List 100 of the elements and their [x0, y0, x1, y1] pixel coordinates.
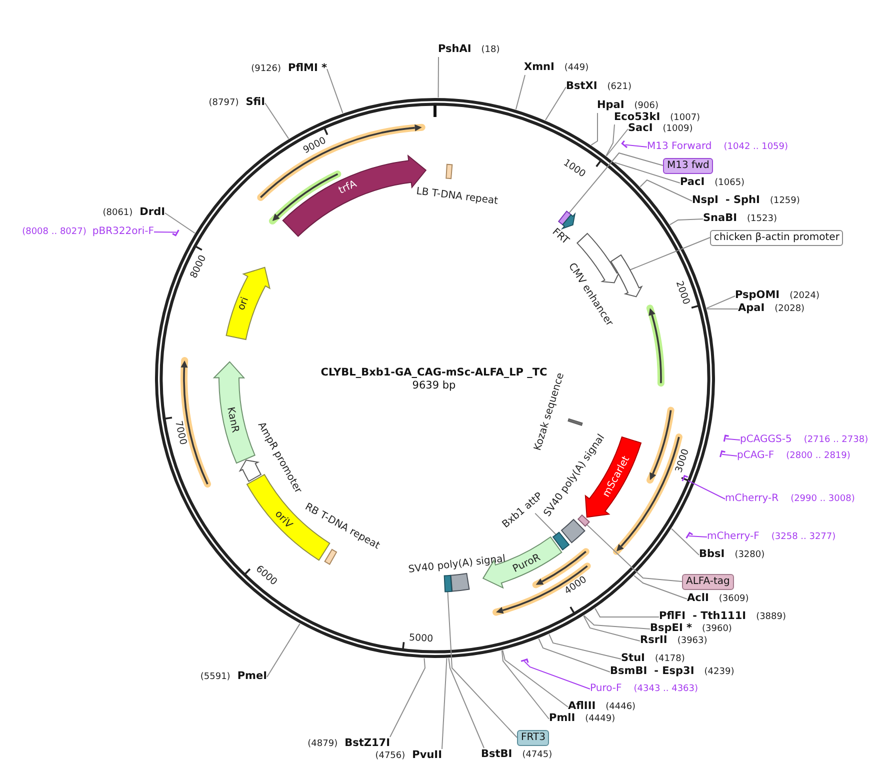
enzyme-name: PflFI — [659, 610, 686, 623]
site-position: (3963) — [677, 635, 708, 648]
leader-line — [390, 658, 426, 738]
leader-line — [590, 112, 598, 146]
leader-line — [447, 591, 518, 738]
enzyme-name: HpaI — [597, 99, 624, 112]
feature-block — [577, 514, 591, 528]
scale-label: 2000 — [674, 280, 690, 306]
leader-line — [266, 623, 300, 678]
pointed-feature-block — [213, 360, 256, 465]
site-position: (4879) — [308, 738, 338, 751]
site-position: (4446) — [606, 701, 636, 714]
leader-line — [326, 68, 344, 114]
leader-line — [640, 179, 692, 202]
leader-line — [594, 608, 660, 618]
primer-name: mCherry-R — [725, 492, 779, 505]
enzyme-name: ApaI — [738, 302, 765, 315]
enzyme-name: PshAI — [438, 43, 472, 56]
enzyme-name: BspEI * — [650, 622, 692, 635]
primer-name: mCherry-F — [707, 530, 760, 543]
scale-label: 9000 — [302, 137, 328, 156]
enzyme-name: SacI — [628, 122, 653, 135]
primer-range: (2716 .. 2738) — [804, 434, 868, 447]
site-position: (18) — [481, 44, 500, 57]
enzyme-name: BbsI — [699, 548, 725, 561]
leader-line — [154, 232, 177, 233]
feature-label: SV40 poly(A) signal — [408, 554, 506, 576]
leader-line — [722, 454, 738, 456]
leader-line — [669, 218, 704, 226]
feature-block — [552, 531, 571, 551]
site-position: (1009) — [662, 123, 693, 136]
site-position: (3960) — [702, 623, 732, 636]
enzyme-name: PflMI * — [288, 62, 327, 75]
leader-line — [438, 56, 439, 98]
feature-tag: ALFA-tag — [682, 574, 734, 590]
leader-line — [164, 212, 196, 234]
site-position: (8797) — [208, 97, 239, 110]
leader-line — [706, 308, 738, 310]
site-position: (906) — [634, 100, 658, 112]
site-position: (1523) — [747, 213, 777, 226]
enzyme-name: BsmBI — [610, 665, 648, 678]
enzyme-name: - SphI — [725, 194, 760, 207]
primer-name: pCAGGS-5 — [740, 433, 792, 446]
feature-tag: chicken β-actin promoter — [710, 230, 844, 246]
leader-line — [630, 237, 710, 270]
leader-line — [544, 86, 566, 121]
site-position: (3889) — [756, 611, 786, 624]
enzyme-name: AclI — [687, 592, 709, 605]
site-position: (4239) — [704, 666, 734, 679]
primer-name: pBR322ori-F — [92, 225, 154, 238]
enzyme-name: RsrII — [640, 634, 668, 647]
leader-line — [448, 658, 484, 748]
primer-range: (3258 .. 3277) — [771, 531, 836, 544]
enzyme-name: BstBI — [481, 748, 512, 761]
leader-line — [586, 524, 682, 582]
scale-label: 3000 — [674, 448, 690, 474]
primer-name: M13 Forward — [647, 140, 712, 153]
site-position: (9126) — [251, 63, 282, 76]
feature-name: trfA — [338, 180, 359, 197]
primer-name: pCAG-F — [737, 449, 774, 462]
enzyme-name: SnaBI — [703, 212, 738, 225]
primer-range: (2990 .. 3008) — [790, 493, 855, 506]
site-position: (4178) — [654, 653, 685, 666]
leader-line — [548, 634, 622, 660]
leader-line — [583, 615, 640, 642]
enzyme-name: AflIII — [568, 700, 596, 713]
enzyme-name: DrdI — [140, 206, 165, 219]
leader-line — [538, 638, 610, 672]
leader-line — [524, 660, 590, 690]
leader-line — [534, 512, 557, 536]
feature-name: KanR — [224, 406, 240, 434]
leader-line — [624, 144, 648, 148]
leader-line — [688, 536, 708, 538]
primer-range: (4343 .. 4363) — [634, 683, 698, 696]
feature-name: oriV — [272, 509, 294, 531]
leader-line — [725, 438, 740, 440]
enzyme-name: - Tth111I — [692, 610, 746, 623]
enzyme-name: PspOMI — [735, 289, 780, 302]
feature-block — [443, 574, 453, 593]
site-position: (4449) — [585, 713, 616, 726]
pointed-feature-block — [584, 435, 643, 519]
site-position: (1259) — [770, 195, 800, 208]
scale-label: 7000 — [173, 420, 186, 446]
leader-line — [502, 650, 568, 708]
leader-line — [634, 575, 688, 600]
leader-line — [706, 296, 736, 309]
leader-line — [606, 128, 628, 156]
primer-range: (1042 .. 1059) — [724, 141, 788, 154]
site-position: (1065) — [714, 177, 745, 190]
site-position: (8061) — [102, 207, 133, 220]
feature-label: LB T-DNA repeat — [416, 187, 499, 208]
leader-line — [614, 162, 680, 184]
leader-line — [264, 102, 290, 140]
enzyme-name: XmnI — [524, 61, 554, 74]
site-position: (4756) — [375, 750, 406, 763]
enzyme-name: PacI — [680, 176, 705, 189]
leader-line — [501, 650, 550, 720]
primer-range: (8008 .. 8027) — [22, 226, 86, 239]
scale-label: 8000 — [190, 254, 208, 280]
enzyme-name: BstZ17I — [344, 737, 390, 750]
